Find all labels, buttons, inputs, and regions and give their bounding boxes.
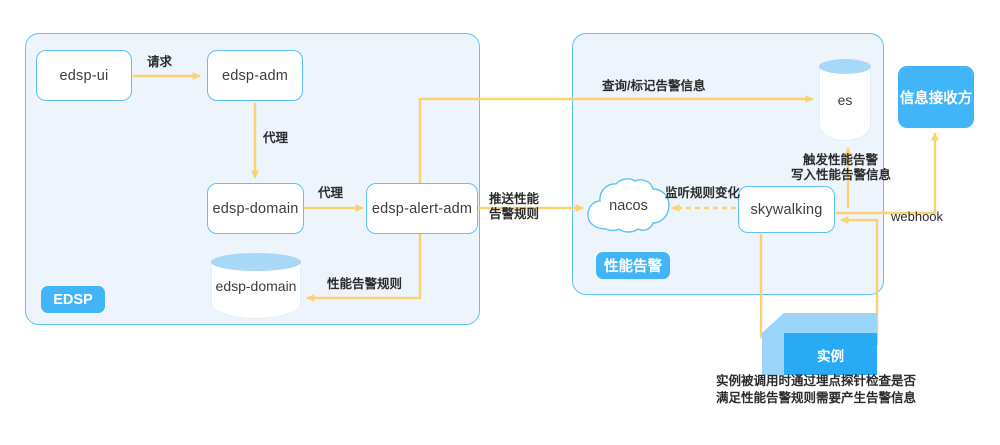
node-receiver[interactable]: 信息接收方 (898, 66, 974, 128)
edge-label-request: 请求 (147, 55, 173, 69)
node-edsp-adm[interactable]: edsp-adm (207, 50, 303, 101)
node-nacos[interactable]: nacos (584, 177, 673, 235)
node-skywalking[interactable]: skywalking (738, 186, 835, 233)
es-label: es (837, 92, 853, 108)
node-es-database[interactable]: es (819, 59, 871, 141)
es-cylinder-top-ellipse (819, 59, 871, 74)
node-edsp-domain-database[interactable]: edsp-domain (211, 253, 301, 319)
node-edsp-alert-adm[interactable]: edsp-alert-adm (366, 183, 478, 234)
caption-instance-note: 实例被调用时通过埋点探针检查是否 满足性能告警规则需要产生告警信息 (716, 374, 917, 405)
edge-label-query-mark-alert: 查询/标记告警信息 (602, 79, 706, 93)
badge-perf-alert: 性能告警 (596, 252, 670, 279)
cylinder-body (211, 262, 301, 319)
edge-label-trigger-line1: 触发性能告警 (803, 153, 879, 167)
edge-label-push-perf-rule-line2: 告警规则 (489, 207, 540, 221)
edge-label-webhook: webhook (891, 209, 944, 224)
edge-label-perf-alert-rule: 性能告警规则 (327, 277, 403, 291)
es-cylinder-body (819, 68, 871, 141)
node-edsp-ui[interactable]: edsp-ui (36, 50, 132, 101)
instance-label: 实例 (817, 349, 844, 364)
edge-label-push-perf-rule-line1: 推送性能 (489, 192, 540, 206)
edge-label-proxy-1: 代理 (263, 131, 289, 145)
nacos-label: nacos (609, 198, 648, 214)
edsp-domain-db-label: edsp-domain (215, 278, 297, 294)
badge-edsp: EDSP (41, 286, 105, 313)
cube-shape (762, 313, 877, 375)
cloud-shape (587, 178, 670, 233)
node-instance[interactable]: 实例 (762, 313, 877, 375)
node-edsp-domain-service[interactable]: edsp-domain (207, 183, 304, 234)
edge-label-proxy-2: 代理 (318, 186, 344, 200)
edge-label-trigger-line2: 写入性能告警信息 (791, 168, 892, 182)
cylinder-top-ellipse (211, 253, 301, 271)
edge-label-watch-rule-change: 监听规则变化 (665, 186, 741, 200)
